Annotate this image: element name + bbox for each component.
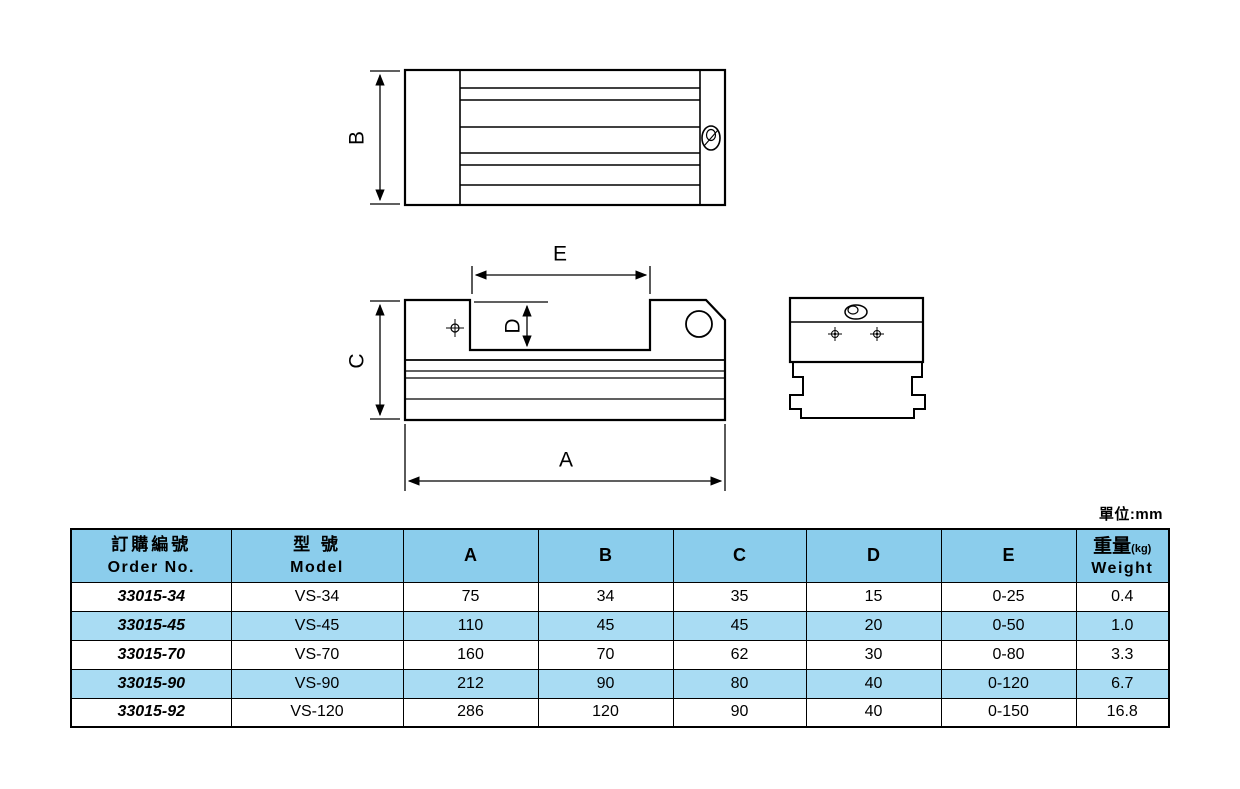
weight-zh-line: 重量(kg) bbox=[1077, 531, 1169, 558]
dim-b-cell: 45 bbox=[537, 610, 674, 641]
dim-e-cell: 0-120 bbox=[940, 668, 1077, 699]
weight-cell: 1.0 bbox=[1075, 610, 1170, 641]
dim-d-cell: 30 bbox=[805, 639, 942, 670]
dim-c-cell: 90 bbox=[672, 697, 807, 728]
dim-label-a: A bbox=[559, 449, 573, 472]
dim-a-cell: 286 bbox=[402, 697, 539, 728]
unit-label: 單位:mm bbox=[1098, 506, 1163, 523]
oval-knob-icon bbox=[844, 304, 868, 320]
dim-a-cell: 75 bbox=[402, 581, 539, 612]
dimension-d bbox=[474, 301, 548, 348]
table-row: 33015-90 VS-90 212 90 80 40 0-120 6.7 bbox=[70, 668, 1170, 699]
col-header-model: 型 號 Model bbox=[230, 528, 404, 583]
dim-e-cell: 0-50 bbox=[940, 610, 1077, 641]
dim-label-c: C bbox=[346, 353, 369, 368]
table-row: 33015-70 VS-70 160 70 62 30 0-80 3.3 bbox=[70, 639, 1170, 670]
table-row: 33015-45 VS-45 110 45 45 20 0-50 1.0 bbox=[70, 610, 1170, 641]
order-no-cell: 33015-34 bbox=[70, 581, 232, 612]
side-view-drawing bbox=[403, 298, 727, 422]
base-profile bbox=[789, 362, 926, 419]
weight-cell: 16.8 bbox=[1075, 697, 1170, 728]
order-no-cell: 33015-92 bbox=[70, 697, 232, 728]
dim-c-cell: 62 bbox=[672, 639, 807, 670]
model-cell: VS-70 bbox=[230, 639, 404, 670]
model-cell: VS-120 bbox=[230, 697, 404, 728]
dim-e-cell: 0-150 bbox=[940, 697, 1077, 728]
order-no-en: Order No. bbox=[107, 558, 195, 576]
col-header-c: C bbox=[672, 528, 807, 583]
model-cell: VS-90 bbox=[230, 668, 404, 699]
screw-end-icon bbox=[701, 125, 721, 151]
dim-a-cell: 160 bbox=[402, 639, 539, 670]
dim-e-cell: 0-80 bbox=[940, 639, 1077, 670]
hole-center-marks bbox=[828, 327, 884, 341]
weight-en: Weight bbox=[1091, 560, 1154, 578]
col-header-e: E bbox=[940, 528, 1077, 583]
end-view-drawing bbox=[788, 296, 926, 419]
dimension-a bbox=[404, 424, 726, 491]
order-no-cell: 33015-90 bbox=[70, 668, 232, 699]
table-row: 33015-34 VS-34 75 34 35 15 0-25 0.4 bbox=[70, 581, 1170, 612]
spec-table-wrap: 訂購編號 Order No. 型 號 Model A B C D E 重量(kg… bbox=[70, 528, 1170, 728]
model-cell: VS-45 bbox=[230, 610, 404, 641]
weight-cell: 3.3 bbox=[1075, 639, 1170, 670]
dim-d-cell: 15 bbox=[805, 581, 942, 612]
dim-d-cell: 40 bbox=[805, 668, 942, 699]
col-header-d: D bbox=[805, 528, 942, 583]
dim-b-cell: 34 bbox=[537, 581, 674, 612]
top-view-drawing bbox=[403, 68, 727, 207]
dimension-c bbox=[370, 300, 400, 420]
dim-d-cell: 40 bbox=[805, 697, 942, 728]
technical-drawing: B E D bbox=[346, 68, 926, 491]
model-zh: 型 號 bbox=[293, 534, 341, 554]
dimension-b bbox=[370, 70, 400, 205]
dim-label-e: E bbox=[553, 243, 567, 266]
order-no-cell: 33015-70 bbox=[70, 639, 232, 670]
model-en: Model bbox=[290, 558, 344, 576]
spec-table: 訂購編號 Order No. 型 號 Model A B C D E 重量(kg… bbox=[70, 528, 1170, 728]
model-cell: VS-34 bbox=[230, 581, 404, 612]
weight-cell: 6.7 bbox=[1075, 668, 1170, 699]
dim-b-cell: 70 bbox=[537, 639, 674, 670]
col-header-weight: 重量(kg) Weight bbox=[1075, 528, 1170, 583]
center-mark-icon bbox=[446, 319, 464, 337]
col-header-b: B bbox=[537, 528, 674, 583]
clamp-hole-icon bbox=[685, 310, 713, 338]
dim-label-b: B bbox=[346, 131, 369, 145]
dim-label-d: D bbox=[502, 318, 525, 333]
dim-d-cell: 20 bbox=[805, 610, 942, 641]
col-header-a: A bbox=[402, 528, 539, 583]
table-row: 33015-92 VS-120 286 120 90 40 0-150 16.8 bbox=[70, 697, 1170, 728]
order-no-cell: 33015-45 bbox=[70, 610, 232, 641]
dim-c-cell: 45 bbox=[672, 610, 807, 641]
header-row: 訂購編號 Order No. 型 號 Model A B C D E 重量(kg… bbox=[70, 528, 1170, 583]
dim-b-cell: 90 bbox=[537, 668, 674, 699]
weight-cell: 0.4 bbox=[1075, 581, 1170, 612]
dimension-e bbox=[471, 266, 651, 294]
dim-a-cell: 212 bbox=[402, 668, 539, 699]
weight-unit: (kg) bbox=[1131, 543, 1152, 556]
col-header-order-no: 訂購編號 Order No. bbox=[70, 528, 232, 583]
dim-a-cell: 110 bbox=[402, 610, 539, 641]
dim-c-cell: 80 bbox=[672, 668, 807, 699]
dim-e-cell: 0-25 bbox=[940, 581, 1077, 612]
dim-c-cell: 35 bbox=[672, 581, 807, 612]
weight-zh: 重量 bbox=[1093, 536, 1132, 558]
dim-b-cell: 120 bbox=[537, 697, 674, 728]
order-no-zh: 訂購編號 bbox=[111, 534, 192, 554]
